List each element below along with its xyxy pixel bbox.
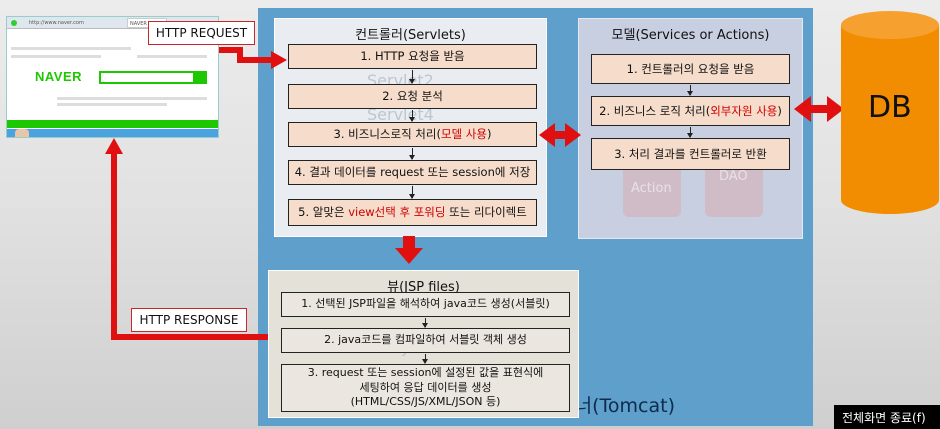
db-cylinder [841, 11, 939, 214]
view-step-3: 3. request 또는 session에 설정된 값을 표현식에 세팅하여 … [281, 364, 570, 412]
model-use-highlight: 모델 사용 [440, 127, 487, 142]
browser-nav-bar [7, 120, 218, 128]
model-step-3: 3. 처리 결과를 컨트롤러로 반환 [591, 138, 790, 170]
controller-view-arrow [395, 236, 423, 264]
controller-step-4: 4. 결과 데이터를 request 또는 session에 저장 [288, 160, 537, 185]
step-arrow [687, 127, 693, 138]
controller-title: 컨트롤러(Servlets) [355, 28, 466, 43]
step-arrow [422, 318, 428, 328]
view-panel: 뷰(JSP files) JSP 1. 선택된 JSP파일을 해석하여 java… [268, 270, 579, 418]
step-arrow [422, 354, 428, 364]
step-arrow [409, 186, 415, 199]
db-label: DB [868, 90, 912, 125]
action-ghost-label: Action [631, 181, 672, 196]
browser-search-box [99, 71, 195, 84]
model-db-arrow [794, 96, 844, 122]
step-arrow [409, 110, 415, 122]
exit-fullscreen-button[interactable]: 전체화면 종료(f) [834, 405, 940, 429]
step-arrow [409, 148, 415, 160]
model-title: 모델(Services or Actions) [611, 28, 770, 43]
view-step-2: 2. java코드를 컴파일하여 서블릿 객체 생성 [281, 328, 570, 353]
controller-step-2: 2. 요청 분석 [288, 84, 537, 109]
browser-search-button [195, 71, 207, 84]
controller-step-3: 3. 비즈니스로직 처리(모델 사용) [288, 122, 537, 147]
model-step-2: 2. 비즈니스 로직 처리(외부자원 사용) [591, 96, 790, 126]
controller-panel: 컨트롤러(Servlets) Servlet2 Servlet4 1. HTTP… [274, 18, 547, 237]
dao-ghost-label: DAO [719, 169, 748, 184]
view-title: 뷰(JSP files) [387, 280, 460, 295]
model-step-1: 1. 컨트롤러의 요청을 받음 [591, 54, 790, 84]
servlet-ghost-label: Servlet4 [367, 105, 434, 124]
controller-step-5: 5. 알맞은 view선택 후 포워딩 또는 리다이렉트 [288, 199, 537, 226]
view-step-1: 1. 선택된 JSP파일을 해석하여 java코드 생성(서블릿) [281, 292, 570, 317]
external-resource-highlight: 외부자원 사용 [710, 103, 778, 118]
browser-line [57, 97, 207, 100]
controller-step-1: 1. HTTP 요청을 받음 [288, 44, 537, 69]
browser-banner-person [15, 129, 29, 137]
browser-line [11, 55, 101, 58]
browser-url: http://www.naver.com [29, 20, 84, 26]
model-panel: Action DAO 모델(Services or Actions) 1. 컨트… [578, 18, 803, 239]
http-response-label: HTTP RESPONSE [131, 308, 247, 332]
http-response-arrow [105, 138, 268, 340]
naver-logo: NAVER [35, 69, 83, 84]
http-request-label: HTTP REQUEST [148, 21, 255, 45]
step-arrow [409, 70, 415, 84]
browser-line [137, 55, 207, 58]
browser-banner [7, 129, 218, 137]
browser-line [11, 47, 131, 50]
step-arrow [687, 85, 693, 96]
http-request-arrow [219, 47, 287, 69]
controller-model-arrow [539, 123, 581, 147]
browser-line [57, 103, 167, 106]
browser-status-dot [11, 20, 17, 26]
view-forward-highlight: view선택 후 포워딩 [348, 205, 446, 220]
